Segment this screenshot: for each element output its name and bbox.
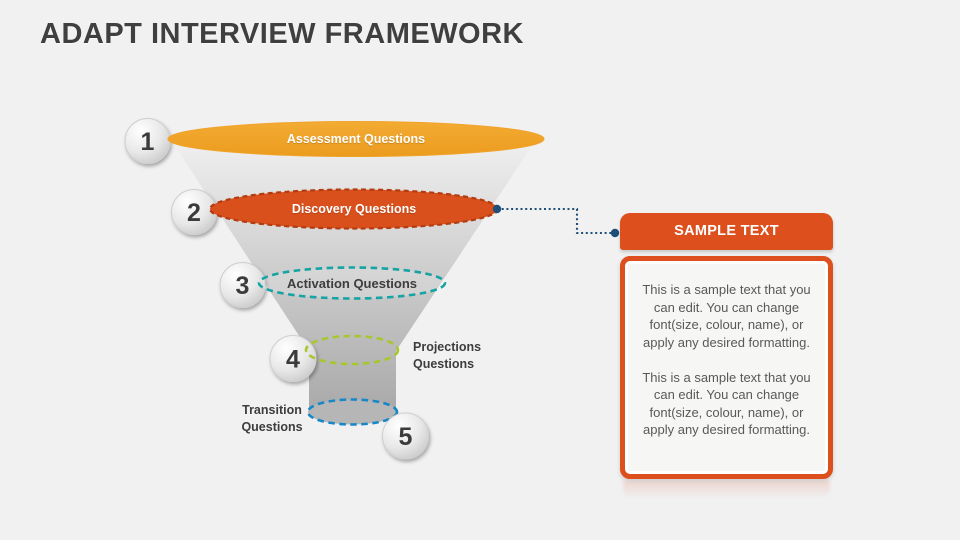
activation-label: Activation Questions [286, 276, 418, 291]
projections-ellipse [304, 334, 400, 366]
sample-text-body: This is a sample text that you can edit.… [620, 256, 833, 479]
sample-text-box: SAMPLE TEXT This is a sample text that y… [620, 213, 833, 499]
step-circle-3: 3 [219, 262, 266, 308]
transition-ellipse [306, 398, 399, 426]
assessment-label: Assessment Questions [286, 132, 426, 146]
step-number-5: 5 [399, 423, 413, 451]
connector-dot-start [492, 204, 502, 214]
discovery-label: Discovery Questions [291, 202, 417, 216]
activation-ellipse [257, 266, 447, 300]
step-number-3: 3 [236, 272, 250, 300]
sample-text-content: This is a sample text that you can edit.… [628, 264, 825, 471]
step-number-4: 4 [286, 346, 300, 374]
step-number-1: 1 [141, 128, 155, 156]
connector-line [497, 207, 614, 235]
step-circle-5: 5 [382, 412, 429, 460]
projections-label: Projections Questions [413, 340, 482, 371]
step-number-2: 2 [187, 199, 201, 227]
box-reflection [623, 481, 830, 499]
assessment-ellipse [167, 121, 545, 157]
step-circle-4: 4 [269, 335, 317, 382]
transition-label: Transition Questions [241, 403, 303, 434]
connector-dot-end [610, 228, 620, 238]
step-circle-1: 1 [124, 118, 171, 164]
slide-title: ADAPT INTERVIEW FRAMEWORK [40, 18, 525, 50]
step-circle-2: 2 [171, 189, 217, 235]
sample-text-header: SAMPLE TEXT [620, 213, 833, 250]
